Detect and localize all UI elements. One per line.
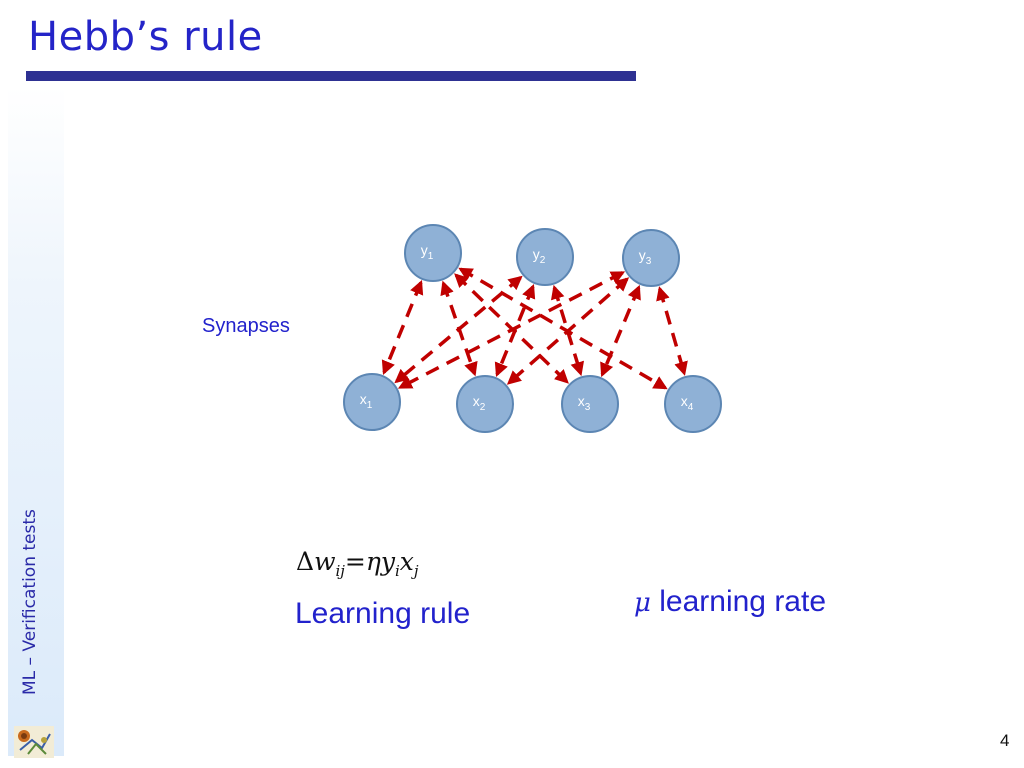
node-label-y1: y1 — [421, 242, 434, 262]
node-y2: y2 — [516, 228, 574, 286]
node-label-y2: y2 — [533, 246, 546, 266]
formula-eta: η — [365, 547, 381, 576]
node-x3: x3 — [561, 375, 619, 433]
title-divider — [26, 71, 636, 81]
node-index: 4 — [688, 402, 694, 413]
node-letter: x — [578, 393, 585, 409]
node-label-x2: x2 — [473, 393, 486, 413]
node-x4: x4 — [664, 375, 722, 433]
node-circle-x1 — [343, 373, 401, 431]
formula-equals: = — [344, 547, 366, 576]
node-index: 2 — [480, 402, 486, 413]
formula-delta: Δ — [296, 547, 315, 576]
mu-symbol: μ — [634, 588, 651, 618]
slide-title: Hebb’s rule — [28, 14, 263, 60]
logo-icon — [14, 726, 54, 758]
node-circle-x4 — [664, 375, 722, 433]
node-letter: x — [360, 391, 367, 407]
hebb-formula: Δwij=ηyixj — [296, 547, 419, 580]
node-letter: y — [533, 246, 540, 262]
node-label-y3: y3 — [639, 247, 652, 267]
node-circle-y1 — [404, 224, 462, 282]
node-letter: x — [681, 393, 688, 409]
node-y1: y1 — [404, 224, 462, 282]
learning-rule-caption: Learning rule — [295, 597, 471, 630]
synapse-y1-x1 — [381, 280, 424, 375]
page-number: 4 — [1000, 731, 1010, 750]
formula-y: y — [380, 547, 395, 576]
node-y3: y3 — [622, 229, 680, 287]
synapse-y3-x1 — [397, 271, 626, 389]
node-index: 1 — [428, 251, 434, 262]
synapses-label: Synapses — [202, 315, 290, 337]
synapse-y2-x2 — [494, 284, 536, 377]
node-index: 1 — [367, 400, 373, 411]
node-index: 3 — [646, 256, 652, 267]
synapse-y3-x2 — [506, 277, 630, 385]
node-circle-x2 — [456, 375, 514, 433]
formula-y-subscript: i — [394, 562, 400, 580]
node-circle-x3 — [561, 375, 619, 433]
formula-x-subscript: j — [413, 562, 419, 580]
learning-rate-caption: μ learning rate — [634, 585, 826, 619]
learning-rate-text: learning rate — [650, 585, 827, 618]
synapse-lines — [381, 267, 688, 390]
node-circle-y3 — [622, 229, 680, 287]
synapse-y3-x3 — [600, 284, 641, 378]
node-label-x3: x3 — [578, 393, 591, 413]
node-index: 3 — [585, 402, 591, 413]
node-letter: y — [421, 242, 428, 258]
formula-x: x — [399, 547, 414, 576]
node-label-x1: x1 — [360, 391, 373, 411]
synapse-y3-x4 — [656, 286, 688, 376]
node-label-x4: x4 — [681, 393, 694, 413]
node-x2: x2 — [456, 375, 514, 433]
node-index: 2 — [540, 255, 546, 266]
node-circle-y2 — [516, 228, 574, 286]
formula-w: w — [314, 547, 336, 576]
node-x1: x1 — [343, 373, 401, 431]
formula-w-subscript: ij — [335, 562, 345, 580]
node-letter: y — [639, 247, 646, 263]
node-letter: x — [473, 393, 480, 409]
sidebar-band — [8, 86, 64, 756]
synapse-y1-x4 — [458, 267, 668, 390]
